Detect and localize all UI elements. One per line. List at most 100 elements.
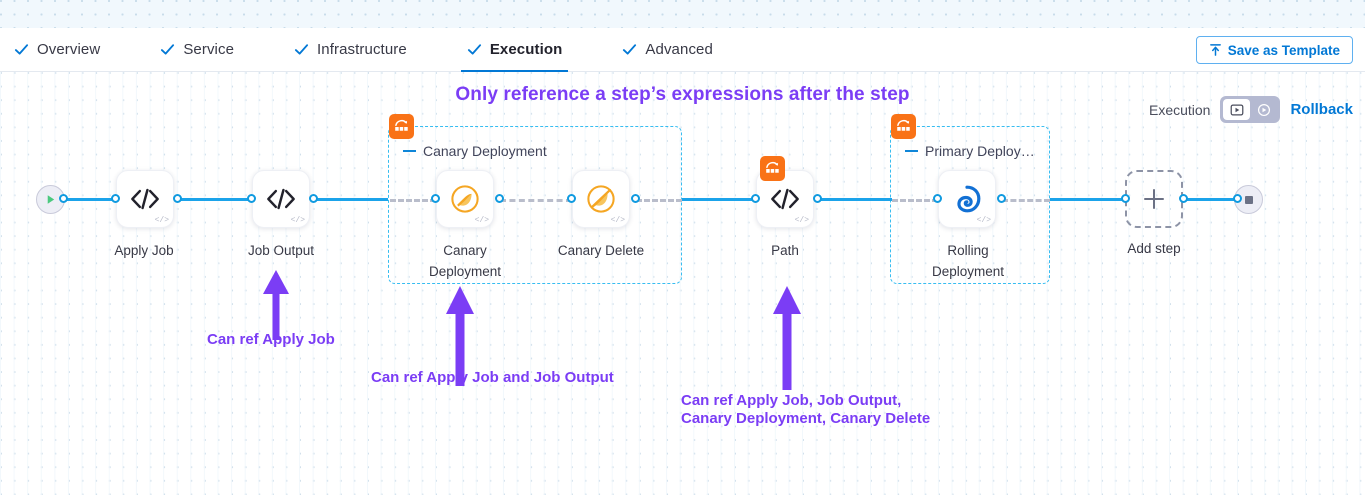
execution-label: Execution <box>1148 101 1211 118</box>
add-step-button[interactable] <box>1125 170 1183 228</box>
canvas-top-strip <box>0 0 1365 28</box>
tab-label: Overview <box>37 41 101 58</box>
tab-execution[interactable]: Execution <box>460 28 577 73</box>
tab-infrastructure[interactable]: Infrastructure <box>294 28 421 72</box>
step-node-label: Canary Delete <box>557 243 645 258</box>
connector-canarygroup-path <box>682 198 756 201</box>
step-type-badge: </> <box>290 216 305 225</box>
stop-icon <box>1244 195 1253 204</box>
step-group-badge-canary <box>389 114 414 139</box>
port[interactable] <box>111 194 120 203</box>
step-type-badge: </> <box>474 216 489 225</box>
save-as-template-button[interactable]: Save as Template <box>1195 36 1353 64</box>
port[interactable] <box>309 194 318 203</box>
connector-start-applyjob <box>62 198 116 201</box>
check-icon <box>294 44 309 55</box>
upload-template-icon <box>1209 44 1221 56</box>
tab-service[interactable]: Service <box>160 28 248 72</box>
step-group-title: Canary Deployment <box>403 143 547 159</box>
harness-icon <box>957 185 981 213</box>
step-node-label: Job Output <box>247 243 315 258</box>
port[interactable] <box>1233 194 1242 203</box>
check-icon <box>161 44 175 55</box>
step-node-job-output[interactable]: </> <box>252 170 310 228</box>
step-group-title-label: Primary Deploy… <box>925 143 1035 159</box>
port[interactable] <box>495 194 504 203</box>
check-icon <box>623 44 637 55</box>
step-group-icon <box>897 119 910 131</box>
port[interactable] <box>997 194 1006 203</box>
port[interactable] <box>813 194 822 203</box>
step-group-badge-path <box>760 156 785 181</box>
step-group-title-label: Canary Deployment <box>423 143 547 159</box>
play-icon <box>47 195 55 204</box>
rollback-link[interactable]: Rollback <box>1290 101 1353 118</box>
annotation-arrow-1 <box>263 270 289 340</box>
step-node-canary-delete[interactable]: </> <box>572 170 630 228</box>
code-icon <box>267 188 295 210</box>
page-headline: Only reference a step’s expressions afte… <box>455 84 910 105</box>
rollback-toggle-button[interactable] <box>1250 99 1277 120</box>
port[interactable] <box>247 194 256 203</box>
canary-delete-icon <box>587 185 615 213</box>
tab-label: Execution <box>489 41 563 58</box>
step-group-title: Primary Deploy… <box>905 143 1035 159</box>
step-group-icon <box>766 161 779 173</box>
collapse-dash-icon[interactable] <box>905 150 918 152</box>
connector-applyjob-joboutput <box>178 198 250 201</box>
canary-bird-icon <box>451 185 479 213</box>
step-group-icon <box>395 119 408 131</box>
collapse-dash-icon[interactable] <box>403 150 416 152</box>
port[interactable] <box>1179 194 1188 203</box>
annotation-text-3-line1: Can ref Apply Job, Job Output, <box>681 392 902 409</box>
port[interactable] <box>59 194 68 203</box>
plus-icon <box>1144 189 1164 209</box>
pipeline-tabbar: Overview Service Infrastructure Executio… <box>0 28 1365 73</box>
save-as-template-label: Save as Template <box>1227 42 1340 58</box>
step-type-badge: </> <box>610 216 625 225</box>
port[interactable] <box>631 194 640 203</box>
port[interactable] <box>751 194 760 203</box>
step-group-primary-deployment[interactable]: Primary Deploy… <box>890 126 1050 284</box>
connector-delete-canarygroup-exit <box>636 199 682 202</box>
connector-canary-to-delete <box>500 199 572 202</box>
execution-toggle-button[interactable] <box>1223 99 1251 120</box>
tab-label: Advanced <box>645 41 713 58</box>
connector-primarygroup-addstep <box>1050 198 1126 201</box>
check-icon <box>14 44 29 55</box>
port[interactable] <box>173 194 182 203</box>
tab-overview[interactable]: Overview <box>14 28 114 72</box>
port[interactable] <box>567 194 576 203</box>
connector-addstep-end <box>1182 198 1238 201</box>
step-node-label: Apply Job <box>114 243 174 258</box>
step-group-badge-primary <box>891 114 916 139</box>
step-node-rolling-deployment[interactable]: </> <box>938 170 996 228</box>
annotation-text-2: Can ref Apply Job and Job Output <box>371 369 614 386</box>
tab-label: Service <box>183 41 235 58</box>
port[interactable] <box>431 194 440 203</box>
tab-advanced[interactable]: Advanced <box>622 28 727 72</box>
execution-rollback-toggle[interactable] <box>1220 96 1281 123</box>
pipeline-canvas[interactable]: Only reference a step’s expressions afte… <box>0 72 1365 495</box>
port[interactable] <box>1121 194 1130 203</box>
play-square-icon <box>1230 103 1244 116</box>
step-type-badge: </> <box>154 216 169 225</box>
step-type-badge: </> <box>976 216 991 225</box>
step-node-canary-deployment[interactable]: </> <box>436 170 494 228</box>
annotation-text-1: Can ref Apply Job <box>207 331 335 348</box>
annotation-arrow-2 <box>446 286 474 386</box>
step-node-apply-job[interactable]: </> <box>116 170 174 228</box>
connector-canarygroup-entry <box>390 199 436 202</box>
connector-primarygroup-entry <box>892 199 938 202</box>
add-step-label: Add step <box>1127 241 1181 256</box>
step-type-badge: </> <box>794 216 809 225</box>
check-icon <box>467 44 481 55</box>
pipeline-graph: </> Apply Job </> Job Output <box>0 72 1365 495</box>
code-icon <box>131 188 159 210</box>
code-icon <box>771 188 799 210</box>
step-group-canary-deployment[interactable]: Canary Deployment <box>388 126 682 284</box>
port[interactable] <box>933 194 942 203</box>
